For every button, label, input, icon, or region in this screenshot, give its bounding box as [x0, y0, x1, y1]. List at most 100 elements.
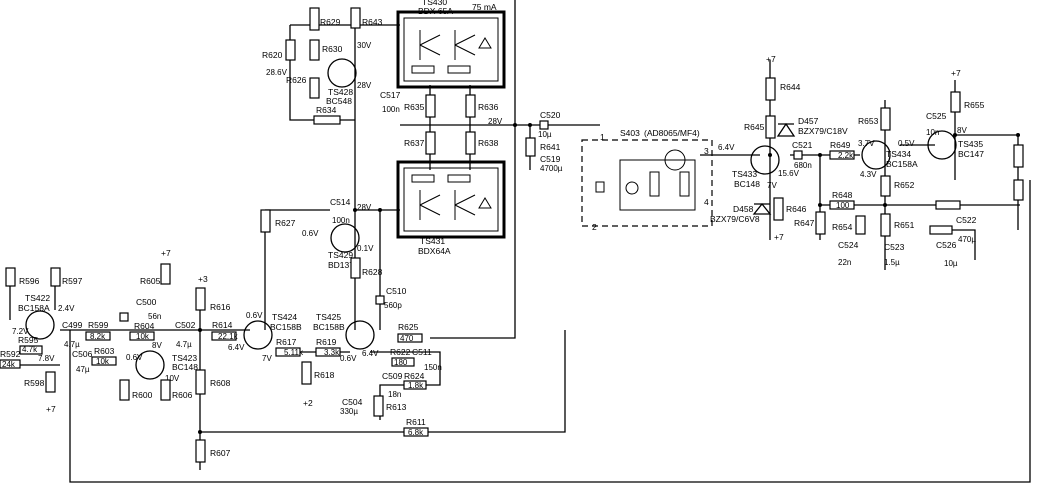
supply-label: +7: [46, 404, 56, 414]
r653-resistor: [950, 91, 961, 113]
r614-resistor: [195, 287, 206, 311]
r623-label: R625: [398, 322, 419, 332]
r611-wire: [200, 330, 566, 433]
r642-label: R645: [744, 122, 765, 132]
r642-resistor: [765, 115, 776, 139]
r613-label: R614: [212, 320, 233, 330]
c506-label: C506: [72, 349, 93, 359]
r604-label: R604: [134, 321, 155, 331]
r592-label: R592: [0, 349, 21, 359]
r624-resistor: [309, 7, 320, 31]
r655-resistor: [1013, 179, 1024, 201]
voltage-label: 0.6V: [126, 353, 143, 362]
r606-label: R606: [172, 390, 193, 400]
d457-diode: [776, 122, 796, 137]
r649-label: R653: [858, 116, 879, 126]
s403-resistor: [649, 171, 660, 197]
s403-resistor: [679, 171, 690, 197]
r617-label: R618: [314, 370, 335, 380]
r625-resistor: [309, 77, 320, 99]
ts435-transistor: [927, 130, 957, 160]
ts429-transistor: [330, 223, 360, 253]
r627-resistor: [260, 209, 271, 233]
r635-resistor: [465, 94, 476, 118]
voltage-label: 30V: [357, 41, 372, 50]
voltage-label: 8V: [152, 341, 162, 350]
d457-label: D457: [798, 116, 819, 126]
r617-resistor: [301, 361, 312, 385]
c511-value: 150n: [424, 363, 442, 372]
ts425-type: BC158B: [313, 322, 345, 332]
r611-value: 6.8k: [408, 428, 424, 437]
r597-resistor: [50, 267, 61, 287]
ts431-darlington-box: [396, 160, 506, 239]
ts435-type: BC147: [958, 149, 984, 159]
r650-label: R654: [832, 222, 853, 232]
r647-resistor: [880, 213, 891, 237]
r630-label: R641: [540, 142, 561, 152]
c510-value: 560p: [384, 301, 402, 310]
s403-type: (AD8065/MF4): [644, 128, 700, 138]
r595-value: 4.7k: [22, 345, 38, 354]
supply-label: +7: [766, 54, 776, 64]
r637-resistor: [465, 131, 476, 155]
c510-capacitor: [375, 295, 385, 305]
ts428-transistor: [327, 58, 357, 88]
c521-label: C523: [884, 242, 905, 252]
r618-label: R619: [316, 337, 337, 347]
r605-resistor: [160, 263, 171, 285]
supply-label: +7: [951, 68, 961, 78]
r643-resistor: [773, 197, 784, 221]
r634-resistor: [425, 94, 436, 118]
ts430-label: TS430: [422, 0, 447, 7]
r614-label: R616: [210, 302, 231, 312]
voltage-label: 28V: [357, 81, 372, 90]
voltage-label: 7.2V: [12, 327, 29, 336]
r644-resistor: [815, 211, 826, 235]
r600-label: R600: [132, 390, 153, 400]
c525-value: 10µ: [944, 259, 958, 268]
r654-resistor: [1013, 144, 1024, 168]
d458-label: D458: [733, 204, 754, 214]
r613-value: 22.1k: [218, 332, 239, 341]
voltage-label: 28V: [357, 203, 372, 212]
c525-label: C526: [936, 240, 957, 250]
c519-label: C520: [540, 110, 561, 120]
r597-label: R597: [62, 276, 83, 286]
r616-resistor: [275, 347, 301, 357]
ts435-label: TS435: [958, 139, 983, 149]
c500-value: 56n: [148, 312, 161, 321]
r607-resistor: [195, 439, 206, 463]
voltage-label: 8V: [957, 126, 967, 135]
voltage-label: 2.4V: [58, 304, 75, 313]
r612-resistor: [373, 395, 384, 417]
r612-label: R613: [386, 402, 407, 412]
ts431-resistor: [447, 174, 471, 183]
r595-resistor: [19, 345, 43, 355]
ts434-label: TS434: [886, 149, 911, 159]
voltage-label: 6.4V: [228, 343, 245, 352]
r598-resistor: [45, 371, 56, 393]
c524-value: 10n: [926, 128, 939, 137]
ts430-type: BDX 65A: [418, 6, 453, 16]
voltage-label: 28V: [488, 117, 503, 126]
r645-label: R648: [832, 190, 853, 200]
c520-label: C521: [792, 140, 813, 150]
ts433-type: BC148: [734, 179, 760, 189]
r652-resistor: [935, 200, 961, 210]
output-rail-wire: [430, 0, 516, 339]
voltage-label: 0.6V: [340, 354, 357, 363]
c509-value: 18n: [388, 390, 401, 399]
r608-label: R608: [210, 378, 231, 388]
c521-value: 1.5µ: [884, 258, 900, 267]
supply-label: +3: [198, 274, 208, 284]
r646-value: 2.2k: [838, 151, 854, 160]
r613-resistor: [211, 331, 237, 341]
r596-resistor: [5, 267, 16, 287]
ts430-darlington-box: [396, 10, 506, 89]
r618-value: 3.3k: [324, 348, 340, 357]
ts423-label: TS423: [172, 353, 197, 363]
junction-dots: [198, 123, 1020, 434]
r627-label: R627: [275, 218, 296, 228]
c504-value: 330µ: [340, 407, 358, 416]
